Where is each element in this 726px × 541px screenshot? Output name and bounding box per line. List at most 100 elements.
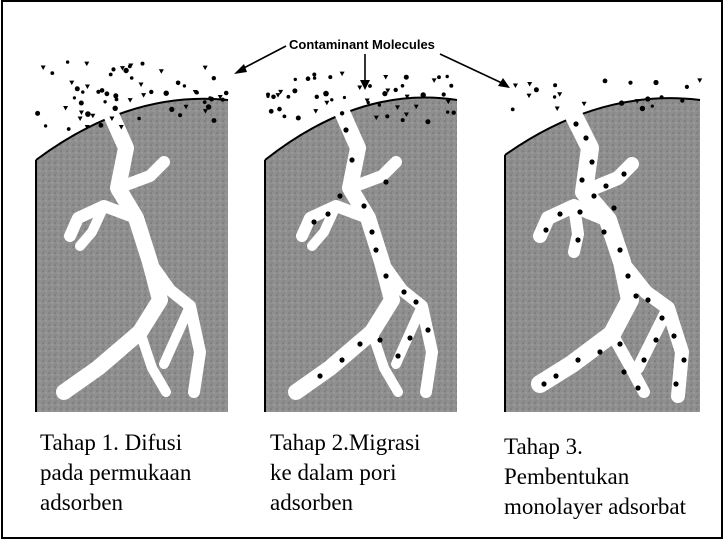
adsorbed-molecule <box>349 157 354 162</box>
molecule <box>178 113 182 117</box>
molecule <box>628 81 632 85</box>
adsorbed-molecule <box>575 237 580 242</box>
adsorbed-molecule <box>597 349 602 354</box>
molecule <box>67 127 71 131</box>
molecule <box>203 100 207 104</box>
molecule <box>176 81 181 86</box>
molecule <box>306 76 311 81</box>
molecule <box>69 81 74 86</box>
adsorbed-molecule <box>625 273 630 278</box>
molecule <box>169 107 174 112</box>
panel-stage-2 <box>260 72 460 420</box>
molecule <box>212 76 216 80</box>
molecule <box>685 85 689 89</box>
molecule <box>401 118 405 122</box>
molecule <box>84 62 89 66</box>
adsorbed-molecule <box>425 327 430 332</box>
adsorbed-molecule <box>635 385 640 390</box>
molecule <box>41 66 46 71</box>
molecule <box>385 114 389 118</box>
adsorbed-molecule <box>543 227 548 232</box>
molecule <box>323 91 329 97</box>
molecule <box>283 115 287 119</box>
molecule <box>315 95 319 99</box>
adsorbed-molecule <box>337 193 342 198</box>
adsorbed-molecule <box>591 193 596 198</box>
molecule <box>555 106 560 111</box>
molecule <box>383 75 388 80</box>
molecule <box>527 82 532 87</box>
diagram-title: Contaminant Molecules <box>289 37 435 52</box>
molecule <box>421 92 426 97</box>
molecule <box>382 91 387 96</box>
molecule <box>79 101 84 106</box>
molecule <box>582 102 587 107</box>
adsorbed-molecule <box>575 357 580 362</box>
molecule <box>330 98 333 101</box>
molecule <box>277 107 282 112</box>
caption-line: Tahap 1. Difusi <box>40 428 191 458</box>
caption-line: Tahap 3. <box>504 432 686 462</box>
molecule <box>164 91 169 96</box>
molecule <box>553 83 557 87</box>
adsorbed-molecule <box>369 229 374 234</box>
molecule <box>557 92 562 97</box>
adsorbed-molecule <box>633 293 638 298</box>
molecule <box>123 68 128 73</box>
adsorbed-molecule <box>343 127 348 132</box>
molecule <box>73 96 76 99</box>
adsorbed-molecule <box>357 341 362 346</box>
molecule <box>78 116 83 121</box>
molecule <box>292 88 297 93</box>
molecule <box>660 95 664 99</box>
molecule <box>340 111 344 115</box>
adsorbed-molecule <box>557 211 562 216</box>
molecule <box>269 109 274 114</box>
panel-stage-3 <box>500 78 702 420</box>
caption-line: monolayer adsorbat <box>504 492 686 522</box>
molecule <box>603 79 608 84</box>
molecule <box>85 84 90 89</box>
caption-line: adsorben <box>270 488 420 518</box>
adsorbed-molecule <box>653 337 658 342</box>
adsorbed-molecule <box>579 177 584 182</box>
molecule <box>527 94 532 99</box>
molecule <box>203 66 208 71</box>
molecule <box>100 88 105 93</box>
molecule <box>437 75 441 79</box>
adsorbed-molecule <box>611 205 616 210</box>
molecule <box>368 84 372 88</box>
molecule <box>442 92 446 96</box>
molecule <box>44 124 47 127</box>
molecule <box>312 73 316 77</box>
adsorbed-molecule <box>413 299 418 304</box>
adsorbed-molecule <box>671 333 676 338</box>
caption-line: Pembentukan <box>504 462 686 492</box>
molecule <box>313 109 318 114</box>
adsorbed-molecule <box>603 183 608 188</box>
molecule <box>103 100 106 103</box>
molecule <box>401 84 405 88</box>
molecule <box>449 84 453 88</box>
adsorbed-molecule <box>583 135 588 140</box>
molecule <box>378 103 381 106</box>
adsorbed-molecule <box>641 357 646 362</box>
molecule <box>139 82 144 87</box>
molecule <box>130 76 134 80</box>
adsorbed-molecule <box>383 179 388 184</box>
molecule <box>149 90 153 94</box>
molecule <box>159 69 164 74</box>
adsorbed-molecule <box>553 373 558 378</box>
molecule <box>680 99 684 103</box>
molecule <box>183 84 186 87</box>
molecule <box>271 95 276 100</box>
molecule <box>553 95 556 98</box>
molecule <box>343 96 346 99</box>
molecule <box>446 75 449 78</box>
molecule <box>137 117 141 121</box>
molecule <box>275 93 280 98</box>
caption-line: adsorben <box>40 488 191 518</box>
molecule <box>296 116 301 121</box>
adsorbed-molecule <box>659 315 664 320</box>
caption-line: pada permukaan <box>40 458 191 488</box>
